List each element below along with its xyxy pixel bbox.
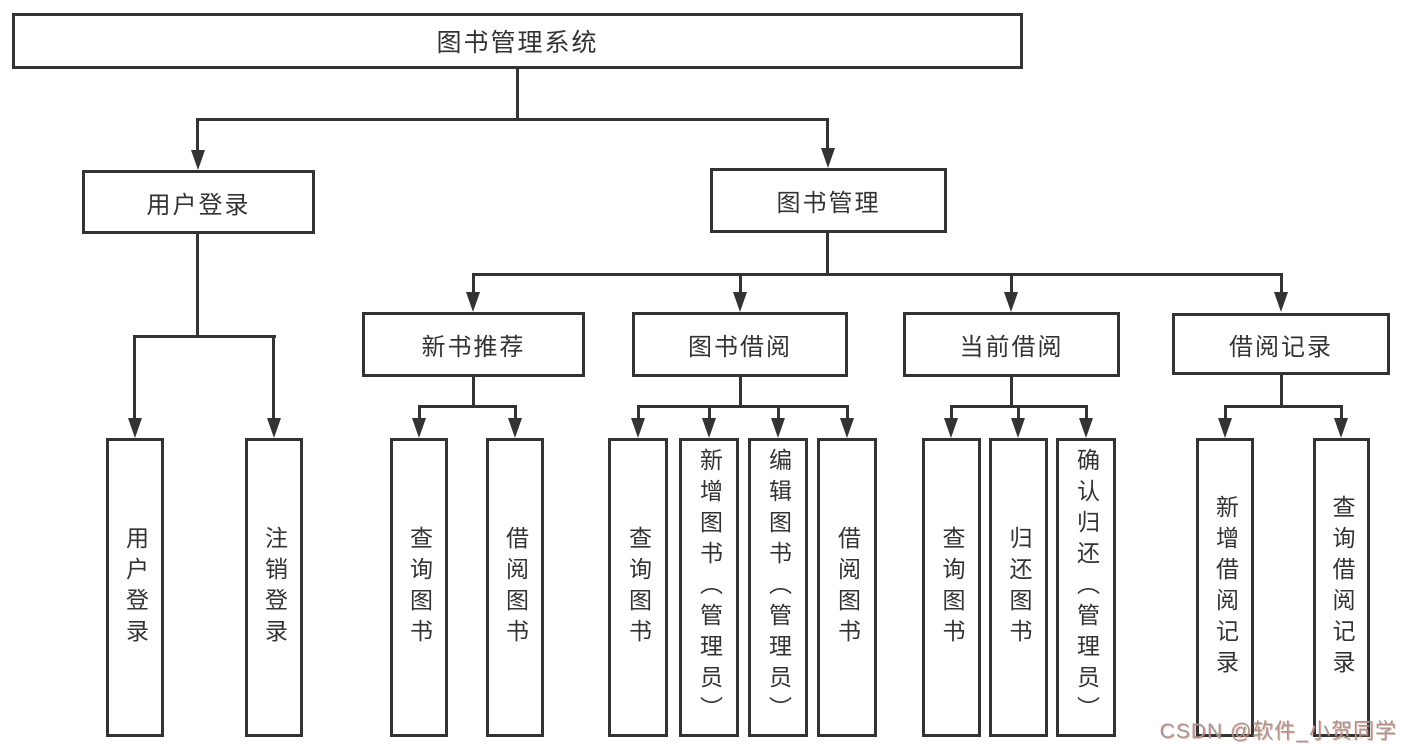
arrow-down-icon <box>840 418 854 438</box>
leaf-label: 归还图书 <box>1006 525 1032 650</box>
arrow-down-icon <box>267 418 281 438</box>
connector-line <box>418 408 421 418</box>
connector-line <box>1224 408 1227 418</box>
arrow-down-icon <box>1218 418 1232 438</box>
arrow-down-icon <box>466 292 480 312</box>
node-label: 当前借阅 <box>959 334 1064 361</box>
node-book-borrow: 图书借阅 <box>632 312 848 377</box>
arrow-down-icon <box>1079 418 1093 438</box>
arrow-down-icon <box>1004 292 1018 312</box>
node-borrow-record: 借阅记录 <box>1172 313 1390 375</box>
arrow-down-icon <box>944 418 958 438</box>
leaf-current-confirm-return-admin: 确认归还（管理员） <box>1056 438 1116 737</box>
connector-line <box>1017 408 1020 418</box>
connector-line <box>739 276 742 292</box>
node-current-borrow: 当前借阅 <box>903 312 1120 377</box>
leaf-label: 查询图书 <box>939 525 965 650</box>
connector-line <box>472 276 475 292</box>
leaf-label: 查询图书 <box>406 525 433 650</box>
connector-line <box>196 118 829 121</box>
leaf-label: 编辑图书（管理员） <box>765 448 792 727</box>
connector-line <box>950 405 1088 408</box>
connector-line <box>637 405 849 408</box>
leaf-newbook-borrow-books: 借阅图书 <box>486 438 544 737</box>
leaf-label: 借阅图书 <box>502 525 529 650</box>
connector-line <box>1280 375 1283 408</box>
csdn-watermark: CSDN @软件_小贺同学 <box>1159 720 1397 743</box>
connector-line <box>846 408 849 418</box>
leaf-logout: 注销登录 <box>245 438 303 737</box>
leaf-label: 确认归还（管理员） <box>1073 448 1100 727</box>
connector-line <box>637 408 640 418</box>
arrow-down-icon <box>128 418 142 438</box>
connector-line <box>1340 408 1343 418</box>
leaf-label: 用户登录 <box>122 525 149 650</box>
arrow-down-icon <box>508 418 522 438</box>
arrow-down-icon <box>1334 418 1348 438</box>
leaf-label: 借阅图书 <box>834 525 861 650</box>
arrow-down-icon <box>771 418 785 438</box>
connector-line <box>826 233 829 276</box>
connector-line <box>1280 276 1283 292</box>
connector-line <box>516 69 519 121</box>
node-user-login: 用户登录 <box>82 170 315 234</box>
node-new-book-recommend: 新书推荐 <box>362 312 585 377</box>
arrow-down-icon <box>631 418 645 438</box>
leaf-current-query-books: 查询图书 <box>922 438 981 737</box>
connector-line <box>708 408 711 418</box>
node-label: 图书管理 <box>776 190 881 217</box>
leaf-borrow-query-books: 查询图书 <box>608 438 668 737</box>
leaf-newbook-query-books: 查询图书 <box>390 438 448 737</box>
arrow-down-icon <box>1011 418 1025 438</box>
leaf-borrow-add-books-admin: 新增图书（管理员） <box>679 438 739 737</box>
arrow-down-icon <box>733 292 747 312</box>
leaf-borrow-edit-books-admin: 编辑图书（管理员） <box>748 438 808 737</box>
node-label: 新书推荐 <box>421 334 526 361</box>
leaf-label: 注销登录 <box>261 525 288 650</box>
node-book-management: 图书管理 <box>710 168 947 233</box>
connector-line <box>826 121 829 148</box>
arrow-down-icon <box>1274 292 1288 312</box>
arrow-down-icon <box>191 150 205 170</box>
connector-line <box>418 405 517 408</box>
connector-line <box>272 338 275 418</box>
connector-line <box>1085 408 1088 418</box>
arrow-down-icon <box>821 148 835 168</box>
connector-line <box>196 234 199 338</box>
node-library-management-system: 图书管理系统 <box>12 13 1023 69</box>
arrow-down-icon <box>412 418 426 438</box>
connector-line <box>739 377 742 408</box>
leaf-current-return-books: 归还图书 <box>989 438 1048 737</box>
connector-line <box>1010 377 1013 408</box>
connector-line <box>950 408 953 418</box>
leaf-borrow-borrow-books: 借阅图书 <box>817 438 877 737</box>
node-label: 用户登录 <box>146 191 251 219</box>
connector-line <box>133 338 136 418</box>
arrow-down-icon <box>702 418 716 438</box>
leaf-label: 查询图书 <box>625 525 652 650</box>
leaf-label: 新增借阅记录 <box>1212 494 1239 681</box>
connector-line <box>514 408 517 418</box>
connector-line <box>472 273 1283 276</box>
leaf-record-query-borrow-record: 查询借阅记录 <box>1313 438 1370 737</box>
node-label: 图书借阅 <box>688 334 792 361</box>
connector-line <box>777 408 780 418</box>
leaf-user-login: 用户登录 <box>106 438 164 737</box>
node-label: 借阅记录 <box>1229 333 1333 361</box>
leaf-label: 查询借阅记录 <box>1329 494 1355 681</box>
connector-line <box>196 121 199 150</box>
connector-line <box>1010 276 1013 292</box>
leaf-label: 新增图书（管理员） <box>696 448 723 727</box>
node-label: 图书管理系统 <box>436 29 599 57</box>
connector-line <box>472 377 475 408</box>
connector-line <box>133 335 276 338</box>
leaf-record-add-borrow-record: 新增借阅记录 <box>1196 438 1254 737</box>
connector-line <box>1224 405 1343 408</box>
